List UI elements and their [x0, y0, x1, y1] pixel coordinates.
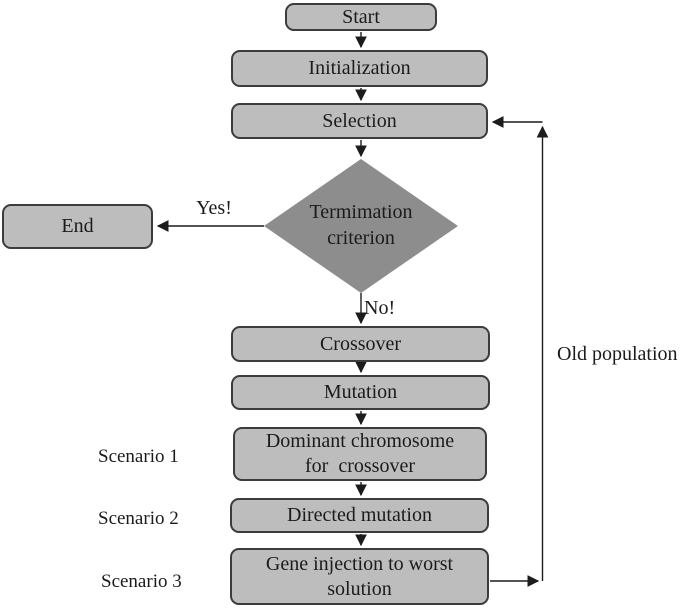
node-initialization: Initialization — [231, 50, 488, 87]
node-start: Start — [285, 3, 437, 31]
node-selection: Selection — [231, 103, 488, 139]
label-scenario-1: Scenario 1 — [98, 446, 179, 467]
label-scenario-3: Scenario 3 — [101, 571, 182, 592]
edge-label-yes: Yes! — [196, 197, 232, 219]
node-termination-criterion-label: Termimation criterion — [309, 201, 413, 249]
edge-label-no: No! — [364, 297, 396, 319]
node-crossover: Crossover — [231, 326, 490, 362]
node-dominant-chromosome: Dominant chromosome for crossover — [233, 427, 487, 481]
label-scenario-2: Scenario 2 — [98, 508, 179, 529]
node-mutation: Mutation — [231, 375, 490, 410]
edge-label-old-population: Old population — [557, 343, 678, 365]
node-end: End — [2, 204, 153, 249]
node-directed-mutation: Directed mutation — [230, 498, 489, 533]
termination-diamond-shape — [264, 159, 458, 293]
node-gene-injection: Gene injection to worst solution — [230, 548, 489, 605]
